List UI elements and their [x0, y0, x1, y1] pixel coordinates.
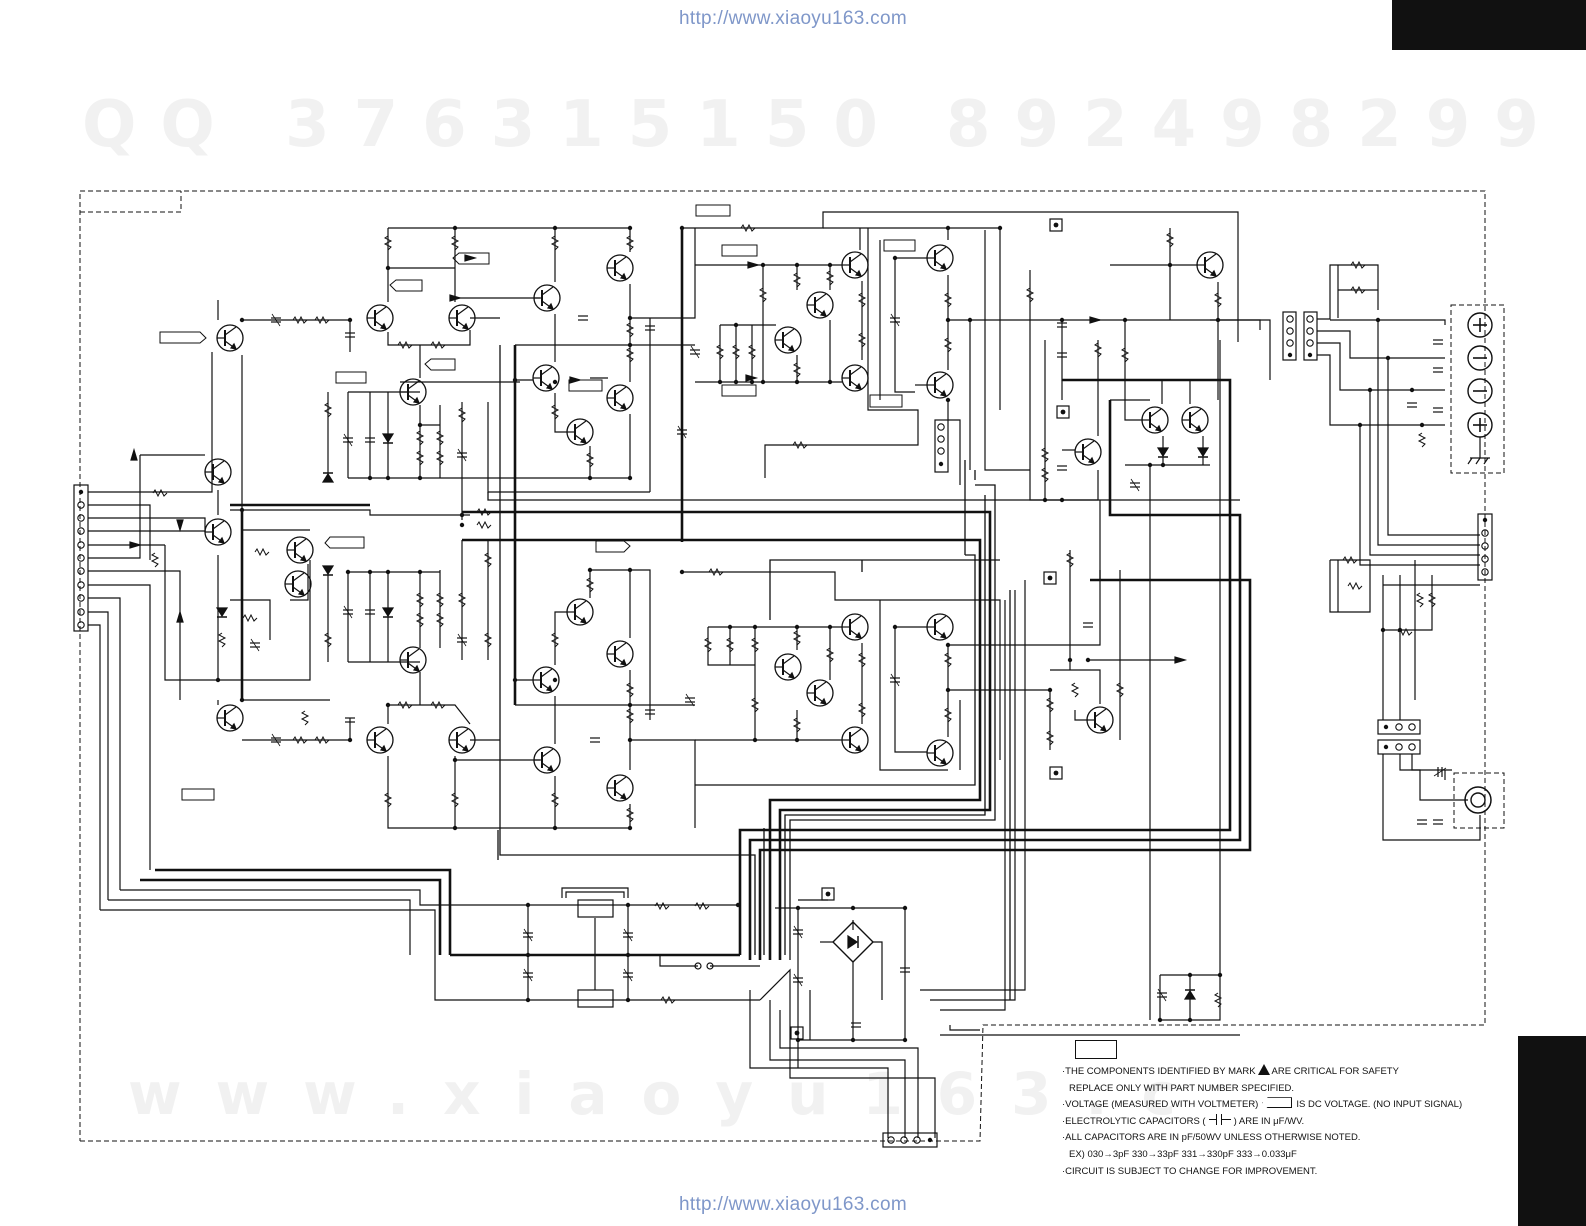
watermark-www: www.xiaoyu163.c	[128, 1060, 1210, 1128]
note-all-caps-text: ALL CAPACITORS ARE IN pF/50WV UNLESS OTH…	[1065, 1132, 1361, 1144]
page-tab-top	[1392, 0, 1586, 50]
minus-circle-icon	[1467, 345, 1493, 371]
bottom-power-stage	[679, 500, 1188, 780]
note-voltage: ·VOLTAGE (MEASURED WITH VOLTMETER)IS DC …	[1062, 1097, 1463, 1111]
top-power-stage	[676, 211, 1271, 1020]
input-connector	[73, 484, 89, 632]
note-example: EX) 030→3pF 330→33pF 331→330pF 333→0.033…	[1069, 1148, 1297, 1160]
bottom-channel-amp	[216, 540, 696, 831]
bus-wires	[487, 345, 1240, 1000]
watermark-qq-left: QQ 376315150	[82, 88, 902, 162]
note-circuit-change-text: CIRCUIT IS SUBJECT TO CHANGE FOR IMPROVE…	[1065, 1165, 1318, 1177]
plus-circle-icon	[1467, 312, 1493, 338]
headphone-section	[1377, 719, 1492, 841]
note-electrolytic-text-1: ELECTROLYTIC CAPACITORS (	[1065, 1115, 1206, 1127]
voltage-tags	[159, 204, 916, 801]
footer-url[interactable]: http://www.xiaoyu163.com	[679, 1194, 907, 1215]
plus-circle-icon	[1467, 412, 1493, 438]
power-supply	[100, 340, 1240, 1148]
legend-safety-box	[1075, 1040, 1117, 1059]
note-voltage-text-1: VOLTAGE (MEASURED WITH VOLTMETER)	[1065, 1099, 1259, 1111]
note-electrolytic-text-2: ) ARE IN μF/WV.	[1233, 1115, 1305, 1127]
watermark-qq-right: 892498299	[946, 88, 1563, 162]
speaker-connectors	[934, 261, 1493, 720]
headphone-jack-icon	[1464, 786, 1492, 814]
minus-circle-icon	[1467, 378, 1493, 404]
note-voltage-text-2: IS DC VOLTAGE. (NO INPUT SIGNAL)	[1296, 1099, 1463, 1111]
page-tab-right	[1518, 1036, 1586, 1226]
note-electrolytic: ·ELECTROLYTIC CAPACITORS () ARE IN μF/WV…	[1062, 1113, 1305, 1127]
chassis-ground-icon	[1467, 437, 1490, 465]
header-url[interactable]: http://www.xiaoyu163.com	[679, 8, 907, 29]
note-critical-text-2: ARE CRITICAL FOR SAFETY	[1271, 1066, 1399, 1077]
supply-rails	[140, 228, 1252, 960]
voltage-tag-icon	[1262, 1097, 1293, 1109]
note-critical-text-1: THE COMPONENTS IDENTIFIED BY MARK	[1065, 1066, 1256, 1077]
input-wires	[88, 352, 213, 910]
board-outline	[79, 190, 1505, 1142]
note-all-caps: ·ALL CAPACITORS ARE IN pF/50WV UNLESS OT…	[1062, 1132, 1361, 1144]
warning-triangle-icon	[1257, 1064, 1270, 1075]
top-channel-amp	[164, 225, 696, 700]
note-circuit-change: ·CIRCUIT IS SUBJECT TO CHANGE FOR IMPROV…	[1062, 1165, 1318, 1177]
electrolytic-capacitor-icon	[1208, 1113, 1231, 1125]
bridge-rectifier-icon	[847, 934, 859, 950]
note-critical-line-2: REPLACE ONLY WITH PART NUMBER SPECIFIED.	[1069, 1082, 1295, 1094]
